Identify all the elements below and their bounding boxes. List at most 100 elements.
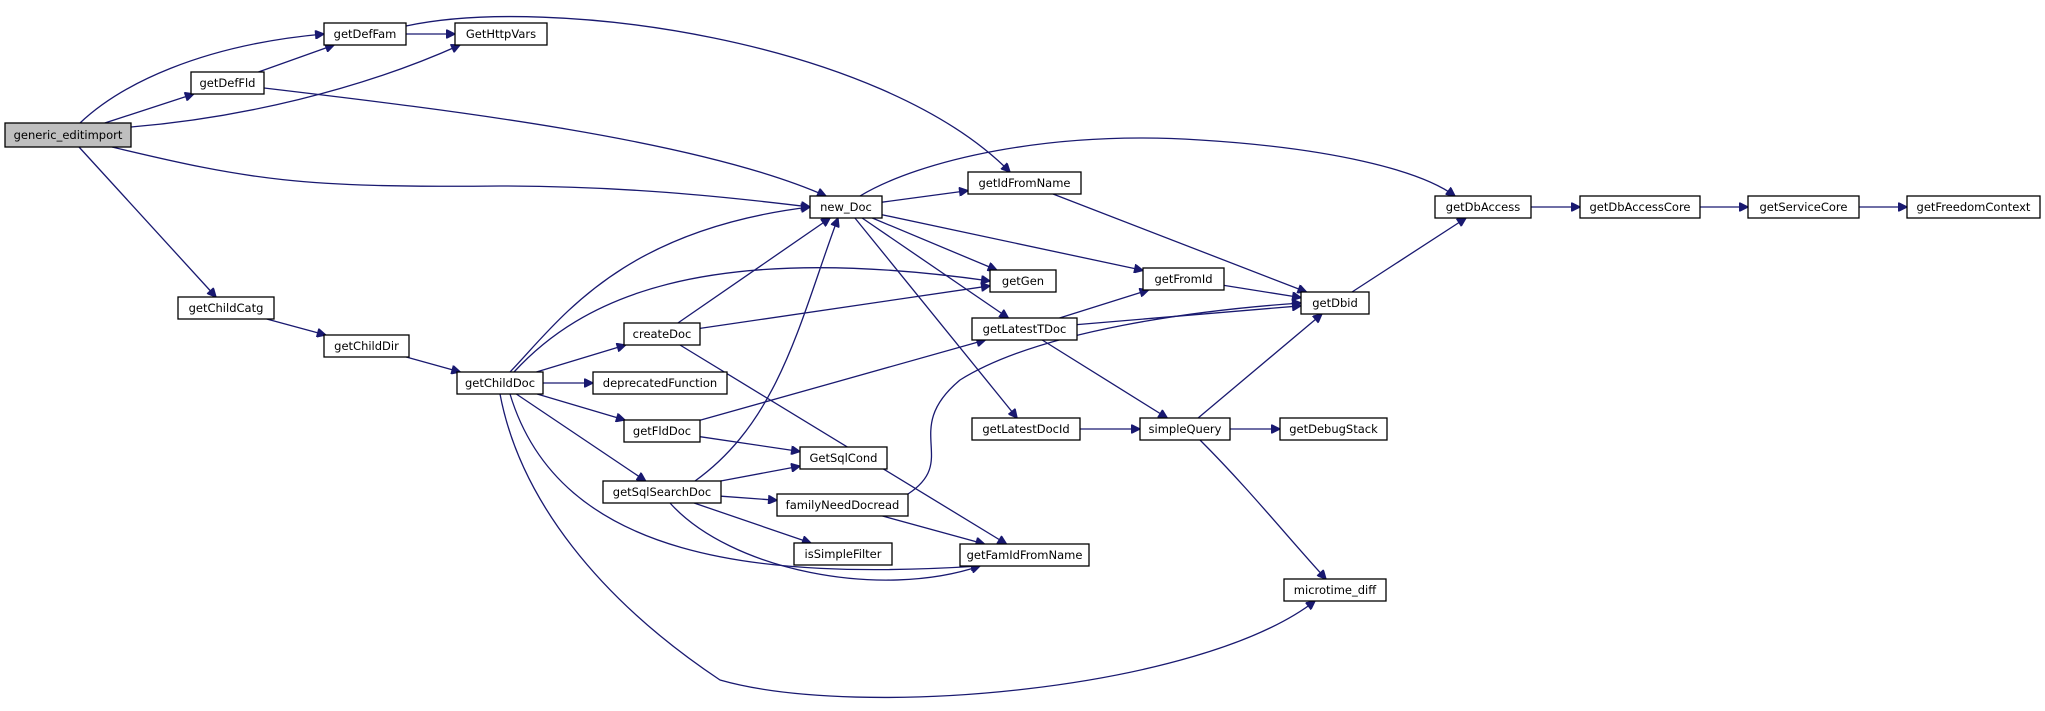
node-familyNeedDocread[interactable]: familyNeedDocread [776, 493, 909, 517]
edge-new_Doc-to-getGen [872, 217, 996, 270]
edge-getLatestTDoc-to-simpleQuery [1041, 339, 1167, 418]
node-getDefFld[interactable]: getDefFld [190, 71, 265, 95]
node-box [177, 296, 275, 320]
edge-getDefFld-to-new_Doc [263, 87, 826, 196]
edge-new_Doc-to-getFromId [881, 214, 1143, 271]
edge-getSqlSearchDoc-to-isSimpleFilter [693, 502, 811, 543]
node-microtime_diff[interactable]: microtime_diff [1283, 578, 1387, 602]
node-simpleQuery[interactable]: simpleQuery [1139, 417, 1231, 441]
node-label: GetSqlCond [810, 451, 878, 465]
edge-getChildDoc-to-getGen [513, 267, 990, 373]
node-box [323, 22, 407, 46]
edge-new_Doc-to-getIdFromName [881, 191, 968, 203]
node-box [1283, 578, 1387, 602]
node-getFldDoc[interactable]: getFldDoc [623, 419, 701, 443]
node-getDbAccessCore[interactable]: getDbAccessCore [1579, 195, 1701, 219]
node-label: isSimpleFilter [805, 547, 882, 561]
edge-getSqlSearchDoc-to-GetSqlCond [720, 466, 800, 482]
node-new_Doc[interactable]: new_Doc [809, 195, 883, 219]
node-getLatestDocId[interactable]: getLatestDocId [971, 417, 1081, 441]
node-getIdFromName[interactable]: getIdFromName [967, 171, 1082, 195]
edge-new_Doc-to-getLatestDocId [854, 217, 1017, 418]
node-box [190, 71, 265, 95]
edges-layer [78, 15, 1907, 699]
edge-getChildDoc-to-new_Doc [509, 207, 810, 373]
node-getChildDir[interactable]: getChildDir [323, 334, 410, 358]
node-label: createDoc [633, 327, 692, 341]
edge-getChildDoc-to-getSqlSearchDoc [515, 393, 645, 481]
node-box [971, 417, 1081, 441]
edge-new_Doc-to-getLatestTDoc [861, 217, 1008, 318]
node-generic_editimport[interactable]: generic_editimport [4, 122, 132, 148]
node-box [967, 171, 1082, 195]
node-box [456, 371, 544, 395]
node-getFamIdFromName[interactable]: getFamIdFromName [959, 543, 1090, 567]
edge-getChildCatg-to-getChildDir [266, 318, 326, 335]
node-label: getChildDoc [465, 376, 535, 390]
node-getLatestTDoc[interactable]: getLatestTDoc [971, 317, 1078, 341]
node-label: getDbid [1312, 296, 1358, 310]
edge-getChildDoc-to-createDoc [536, 345, 625, 373]
edge-createDoc-to-new_Doc [677, 218, 830, 324]
node-box [1139, 417, 1231, 441]
node-label: getDbAccessCore [1589, 200, 1690, 214]
node-box [959, 543, 1090, 567]
node-getServiceCore[interactable]: getServiceCore [1747, 195, 1860, 219]
node-getGen[interactable]: getGen [989, 269, 1057, 293]
edge-getLatestTDoc-to-getDbid [1076, 306, 1301, 326]
node-box [623, 419, 701, 443]
edge-familyNeedDocread-to-getFamIdFromName [882, 515, 985, 544]
node-box [602, 480, 722, 504]
node-label: GetHttpVars [466, 27, 536, 41]
node-box [799, 446, 888, 470]
node-label: new_Doc [820, 200, 872, 214]
node-label: getLatestDocId [982, 422, 1069, 436]
edge-generic_editimport-to-getDefFld [104, 94, 194, 124]
node-label: getIdFromName [979, 176, 1071, 190]
node-box [323, 334, 410, 358]
node-createDoc[interactable]: createDoc [623, 322, 701, 346]
node-getDbid[interactable]: getDbid [1300, 291, 1370, 315]
edge-new_Doc-to-getDbAccess [859, 137, 1455, 196]
node-box [1300, 291, 1370, 315]
node-box [1906, 195, 2041, 219]
node-getChildCatg[interactable]: getChildCatg [177, 296, 275, 320]
node-getChildDoc[interactable]: getChildDoc [456, 371, 544, 395]
node-getDefFam[interactable]: getDefFam [323, 22, 407, 46]
node-getDebugStack[interactable]: getDebugStack [1279, 417, 1388, 441]
edge-generic_editimport-to-new_Doc [111, 146, 810, 207]
node-box [1434, 195, 1532, 219]
node-label: getFromId [1154, 272, 1212, 286]
node-label: familyNeedDocread [786, 498, 900, 512]
node-getSqlSearchDoc[interactable]: getSqlSearchDoc [602, 480, 722, 504]
node-box [592, 371, 728, 395]
node-GetHttpVars[interactable]: GetHttpVars [454, 22, 548, 46]
node-box [1279, 417, 1388, 441]
node-label: getServiceCore [1759, 200, 1847, 214]
node-box [989, 269, 1057, 293]
node-getFreedomContext[interactable]: getFreedomContext [1906, 195, 2041, 219]
edge-getDbid-to-getDbAccess [1351, 218, 1466, 293]
node-deprecatedFunction[interactable]: deprecatedFunction [592, 371, 728, 395]
node-box [1579, 195, 1701, 219]
node-GetSqlCond[interactable]: GetSqlCond [799, 446, 888, 470]
nodes-layer: generic_editimport getDefFam getDefFld GetH… [4, 22, 2041, 602]
edge-getFldDoc-to-GetSqlCond [699, 436, 800, 452]
edge-getChildDoc-to-microtime_diff [499, 393, 1315, 699]
edge-getChildDir-to-getChildDoc [406, 356, 460, 372]
edge-getFromId-to-getDbid [1223, 284, 1301, 297]
node-label: getChildCatg [189, 301, 264, 315]
node-getDbAccess[interactable]: getDbAccess [1434, 195, 1532, 219]
edge-generic_editimport-to-GetHttpVars [130, 45, 460, 128]
node-label: generic_editimport [14, 128, 123, 142]
edge-getSqlSearchDoc-to-getFamIdFromName [669, 502, 980, 581]
edge-getIdFromName-to-getDbid [1052, 193, 1307, 292]
node-label: deprecatedFunction [603, 376, 717, 390]
node-isSimpleFilter[interactable]: isSimpleFilter [793, 542, 893, 566]
edge-createDoc-to-getGen [699, 286, 990, 330]
node-box [809, 195, 883, 219]
node-label: getGen [1002, 274, 1044, 288]
edge-createDoc-to-getFamIdFromName [679, 344, 1007, 544]
node-getFromId[interactable]: getFromId [1142, 267, 1225, 291]
